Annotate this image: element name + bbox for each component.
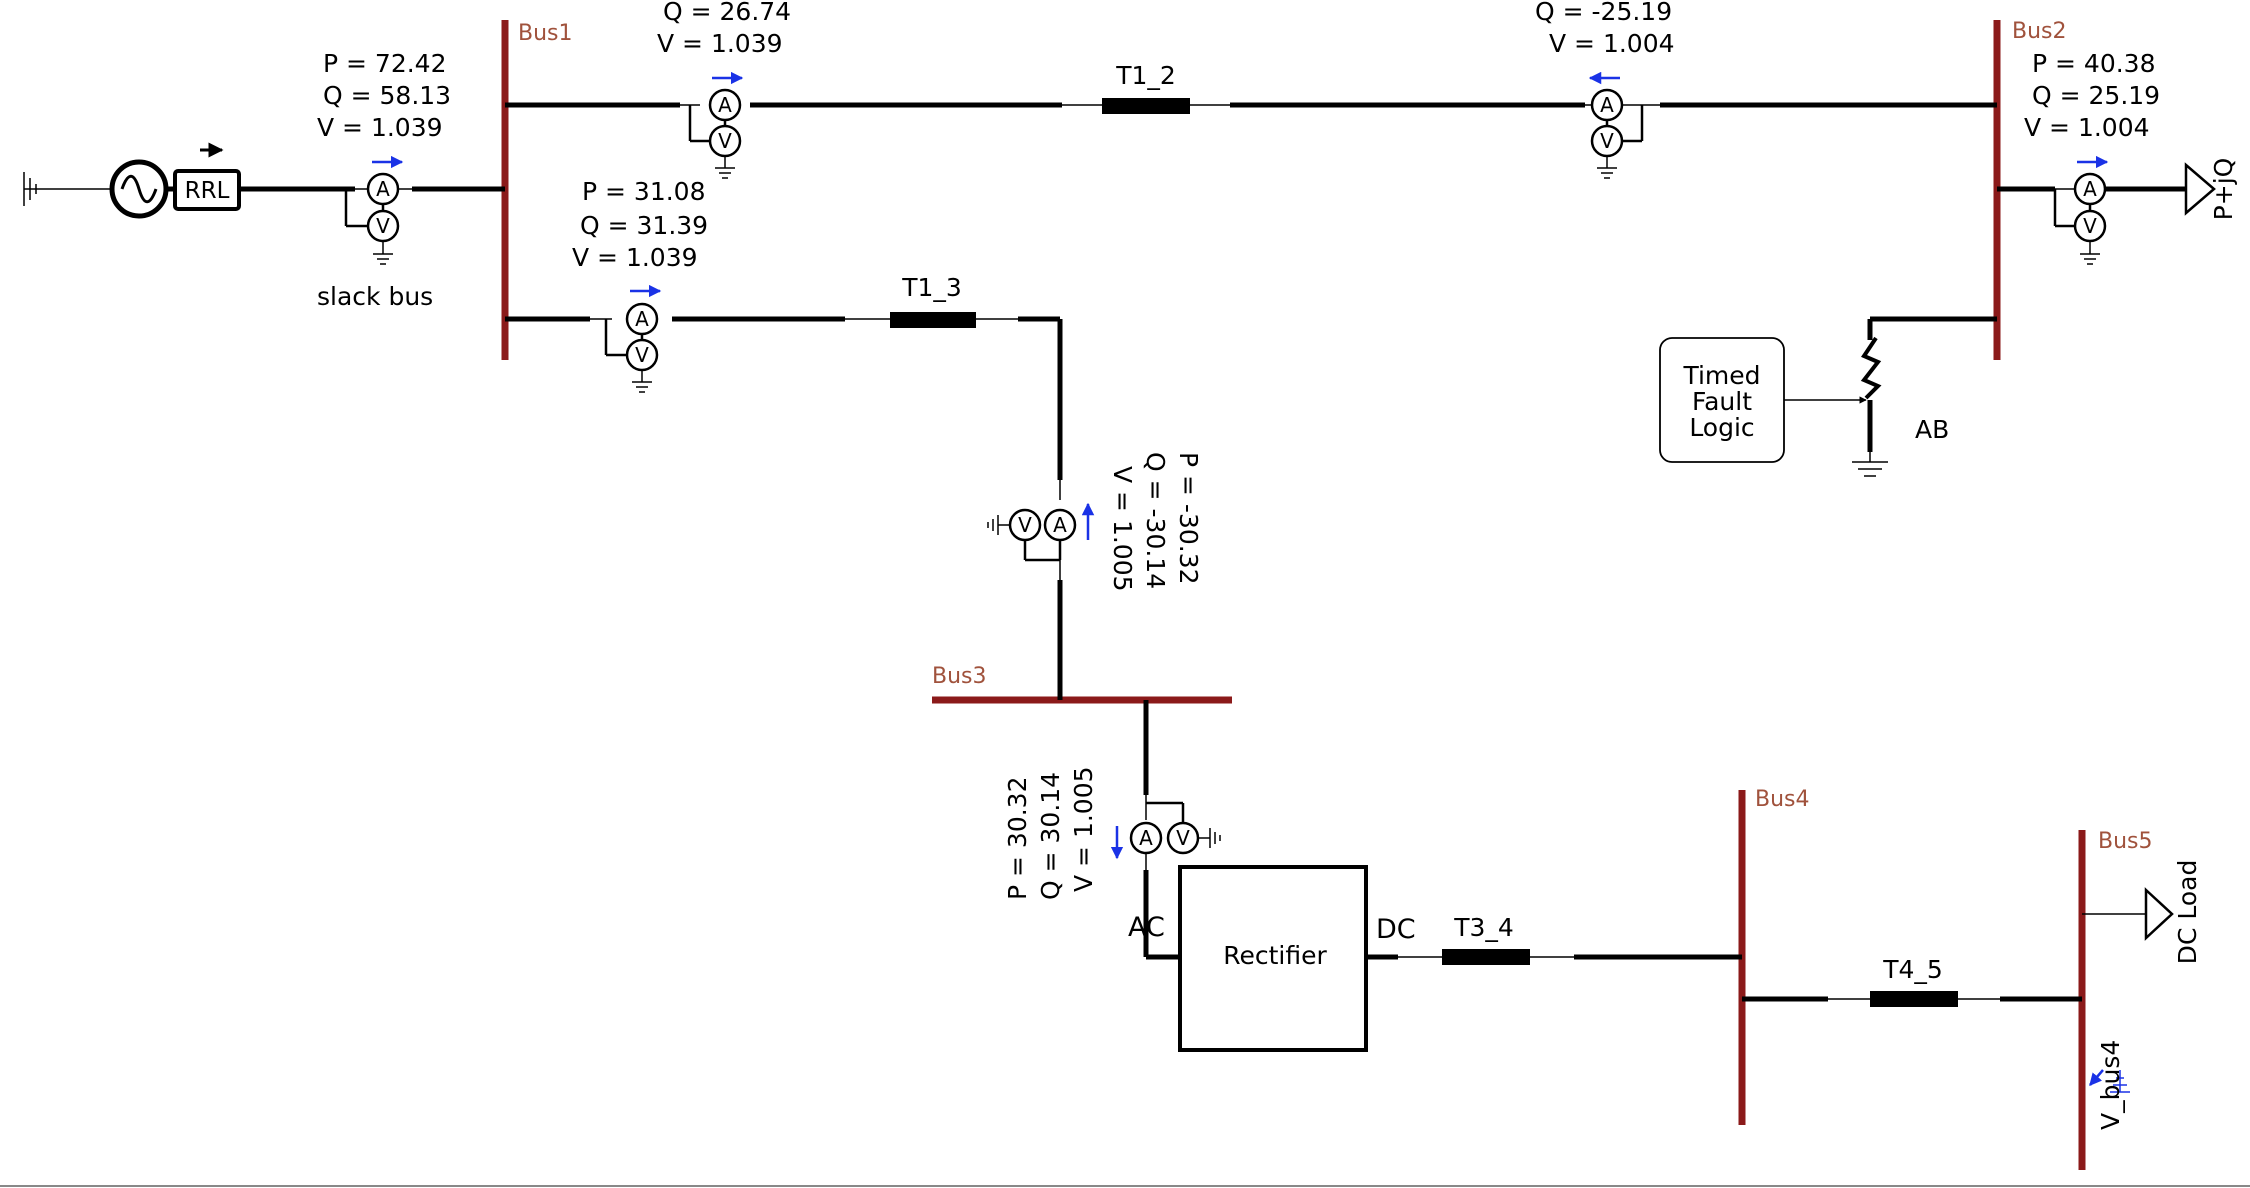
t1-3-line [890,312,976,328]
bus1-t13-meter: A V [604,284,662,393]
gen-meter: A V [344,155,404,265]
bus1-t12-q: Q = 26.74 [663,0,791,26]
ac-load-icon [2184,162,2216,216]
vbus4-probe-arrow [2089,1069,2104,1086]
t13-bus3-v: V = 1.005 [1108,466,1137,592]
dc-load-icon [2144,887,2174,941]
bus2-label: Bus2 [2012,19,2067,44]
rrl-impedance: RRL [173,169,241,211]
timed-fault-logic-line2: Fault [1692,387,1752,416]
voltmeter-icon: V [1176,826,1190,850]
load-v: V = 1.004 [2024,113,2150,142]
fault-ground-icon [1852,461,1888,477]
rectifier-ac-label: AC [1128,912,1165,943]
t3-4-label: T3_4 [1453,913,1514,942]
bus3-rect-v: V = 1.005 [1069,766,1098,892]
gen-p: P = 72.42 [323,49,447,78]
ammeter-icon: A [1139,826,1153,850]
timed-fault-logic-line3: Logic [1689,413,1754,442]
voltmeter-icon: V [1018,513,1032,537]
ac-source-icon [109,159,169,219]
t3-4-line [1442,949,1530,965]
fault-icon [1860,336,1882,400]
t1-2-label: T1_2 [1115,61,1176,90]
bus1-t12-v: V = 1.039 [657,29,783,58]
fault-type-label: AB [1915,415,1949,444]
t13-bus3-q: Q = -30.14 [1141,452,1170,589]
load-p: P = 40.38 [2032,49,2156,78]
bus3-rect-q: Q = 30.14 [1036,772,1065,900]
t4-5-line [1870,991,1958,1007]
voltmeter-icon: V [376,214,390,238]
ground-icon [23,172,112,206]
ammeter-icon: A [2083,177,2097,201]
voltmeter-icon: V [635,343,649,367]
gen-q: Q = 58.13 [323,81,451,110]
rectifier-dc-label: DC [1376,914,1416,945]
bus3-label: Bus3 [932,664,987,689]
bus3-rect-meter: A V [1110,801,1221,860]
load-q: Q = 25.19 [2032,81,2160,110]
dc-load-label: DC Load [2173,860,2202,965]
bus3-rect-p: P = 30.32 [1003,777,1032,901]
timed-fault-logic-line1: Timed [1682,361,1760,390]
load-meter: A V [2053,155,2109,265]
voltmeter-icon: V [718,129,732,153]
ammeter-icon: A [718,93,732,117]
rrl-label: RRL [185,178,230,204]
bus2-t12-q: Q = -25.19 [1535,0,1672,26]
t1-3-label: T1_3 [901,273,962,302]
bus1-t13-v: V = 1.039 [572,243,698,272]
bus2-t12-meter: A V [1588,71,1644,179]
ammeter-icon: A [376,177,390,201]
bus1-t12-meter: A V [688,71,744,179]
slack-bus-label: slack bus [317,282,433,311]
bus4-label: Bus4 [1755,787,1810,812]
ac-load-label: P+jQ [2209,158,2238,221]
voltmeter-icon: V [1600,129,1614,153]
bus1-t13-p: P = 31.08 [582,177,706,206]
ammeter-icon: A [1053,513,1067,537]
gen-v: V = 1.039 [317,113,443,142]
t1-2-line [1102,98,1190,114]
t13-bus3-p: P = -30.32 [1174,452,1203,585]
vbus4-label: V_bus4 [2096,1040,2125,1130]
ammeter-icon: A [635,307,649,331]
t13-bus3-meter: A V [987,502,1095,562]
bus2-t12-v: V = 1.004 [1549,29,1675,58]
vbus4-ground-icon [2110,1070,2130,1093]
bus1-t13-q: Q = 31.39 [580,211,708,240]
voltmeter-icon: V [2083,214,2097,238]
bus5-label: Bus5 [2098,829,2153,854]
bus1-label: Bus1 [518,21,573,46]
rectifier-label: Rectifier [1223,941,1327,970]
rectifier-block [1178,865,1368,1052]
ammeter-icon: A [1600,93,1614,117]
t4-5-label: T4_5 [1882,955,1943,984]
